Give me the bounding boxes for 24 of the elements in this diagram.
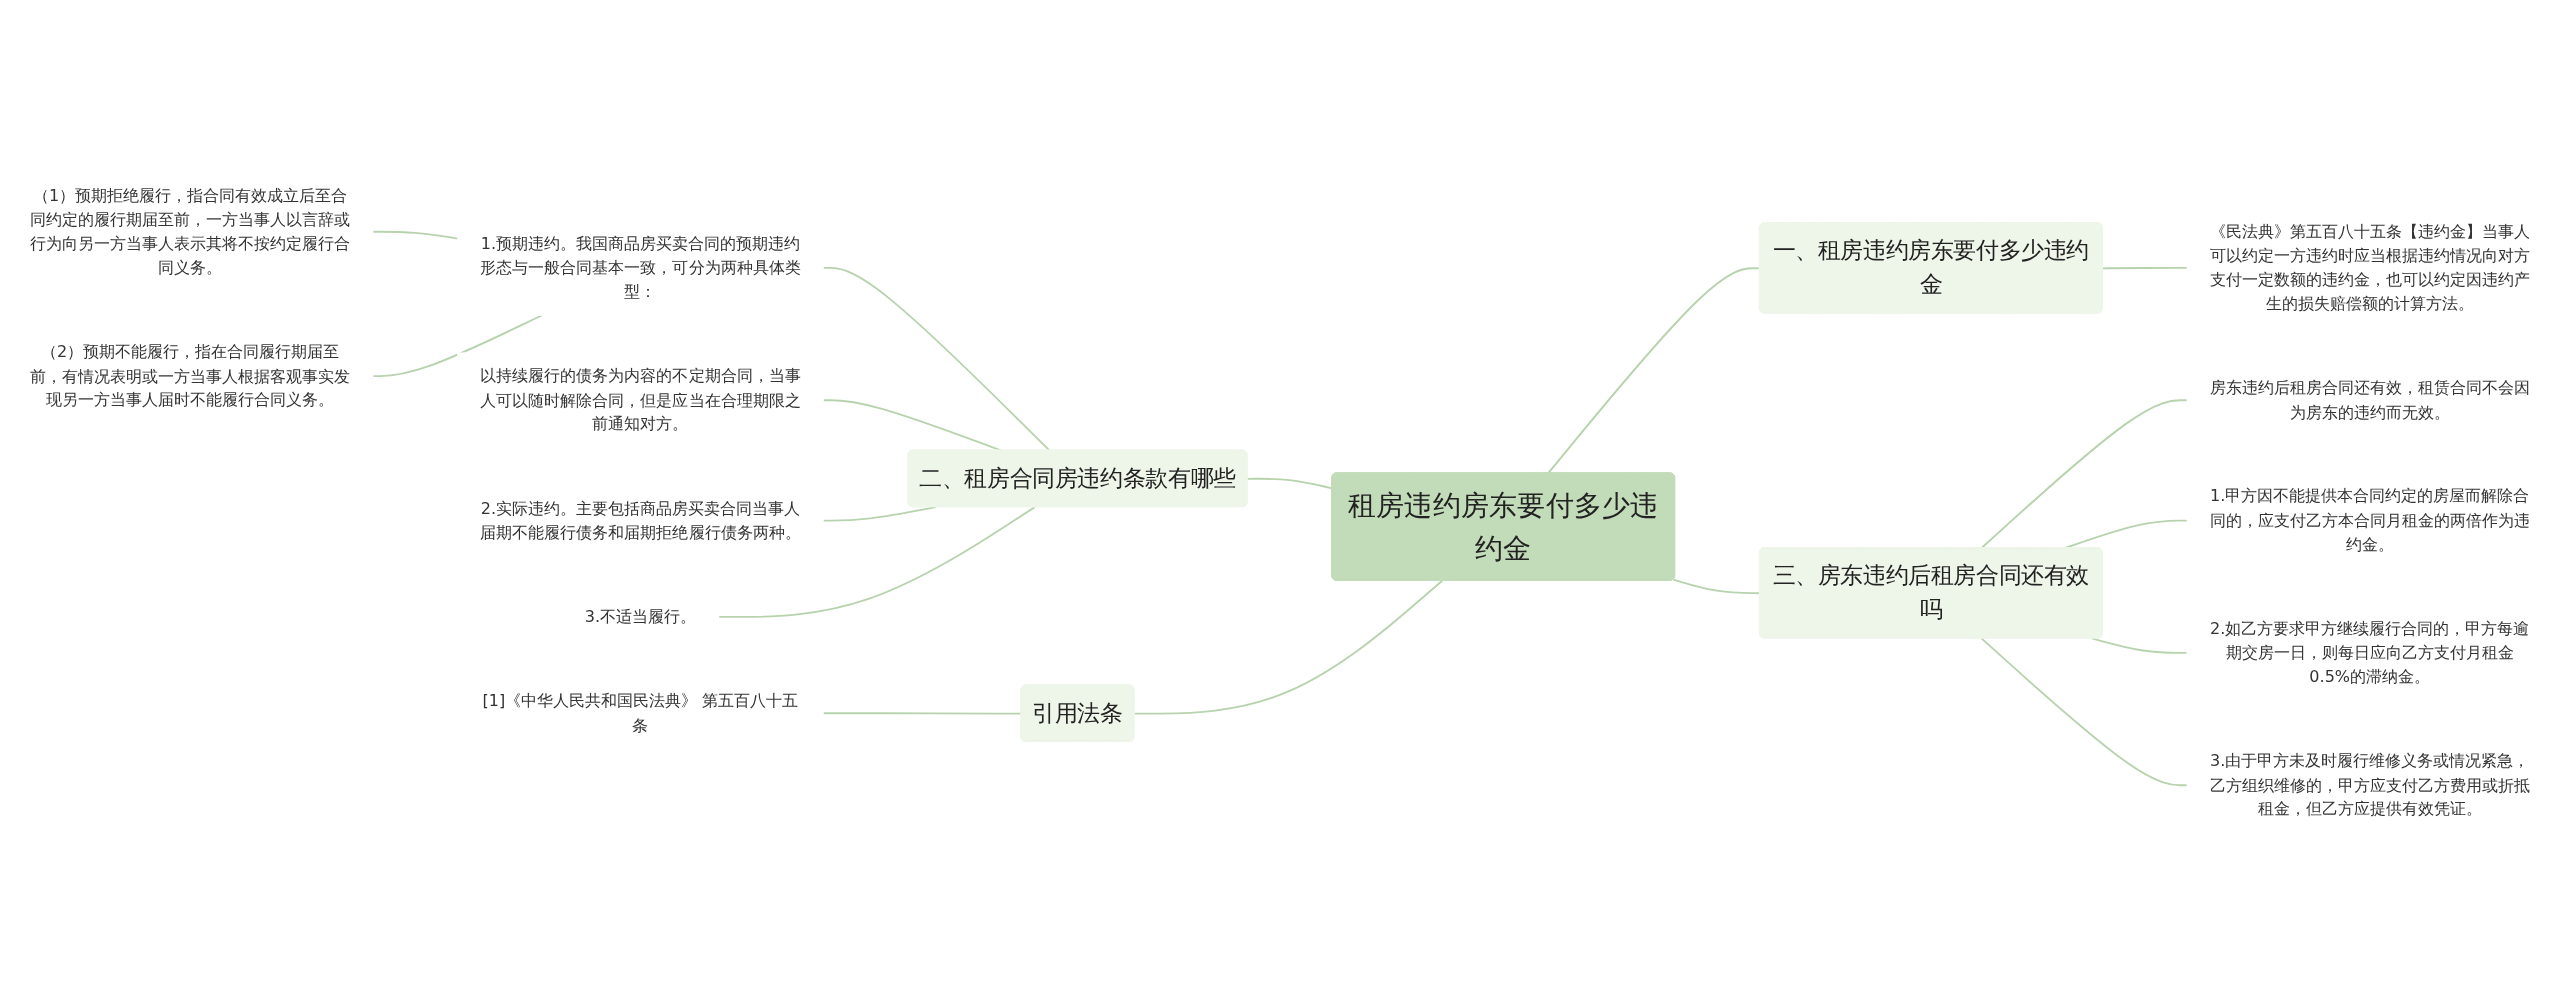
connector [1672, 578, 1761, 595]
connector [372, 230, 459, 240]
node-text: 以持续履行的债务为内容的不定期合同，当事人可以随时解除合同，但是应当在合理期限之前通知对方。 [480, 366, 801, 433]
connector [2091, 637, 2188, 654]
node-text: 《民法典》第五百八十五条【违约金】当事人可以约定一方违约时应当根据违约情况向对方支付一定数额的违约金，也可以约定因违约产生的损失赔偿额的计算方法。 [2209, 221, 2530, 313]
connector [1133, 579, 1444, 715]
connector [1980, 399, 2188, 549]
connector [1980, 637, 2188, 787]
node-text: 3.由于甲方未及时履行维修义务或情况紧急，乙方组织维修的，甲方应支付乙方费用或折抵租金，但乙方应提供有效凭证。 [2209, 751, 2530, 818]
node-text: 1.预期违约。我国商品房买卖合同的预期违约形态与一般合同基本一致，可分为两种具体类型： [480, 233, 801, 301]
connector [717, 506, 1036, 618]
connector [372, 314, 543, 378]
connector [822, 267, 1051, 452]
node-text: （2）预期不能履行，指在合同履行期届至前，有情况表明或一方当事人根据客观事实发现另一方当事人届时不能履行合同义务。 [30, 341, 351, 409]
connector [822, 506, 937, 522]
node-text: [1]《中华人民共和国民法典》 第五百八十五条 [482, 691, 799, 734]
connector [822, 399, 1003, 452]
connector [2101, 267, 2188, 270]
node-text: 3.不适当履行。 [584, 606, 697, 626]
node-text: 1.甲方因不能提供本合同约定的房屋而解除合同的，应支付乙方本合同月租金的两倍作为违约金。 [2209, 486, 2530, 554]
node-text: （1）预期拒绝履行，指合同有效成立后至合同约定的履行期届至前，一方当事人以言辞或行为向另一方当事人表示其将不按约定履行合同义务。 [30, 185, 351, 277]
node-text: 房东违约后租房合同还有效，租赁合同不会因为房东的违约而无效。 [2209, 378, 2530, 421]
node-text: 2.如乙方要求甲方继续履行合同的，甲方每逾期交房一日，则每日应向乙方支付月租金0.5%的滞纳金。 [2209, 618, 2530, 686]
node-text: 2.实际违约。主要包括商品房买卖合同当事人届期不能履行债务和届期拒绝履行债务两种。 [480, 498, 801, 542]
